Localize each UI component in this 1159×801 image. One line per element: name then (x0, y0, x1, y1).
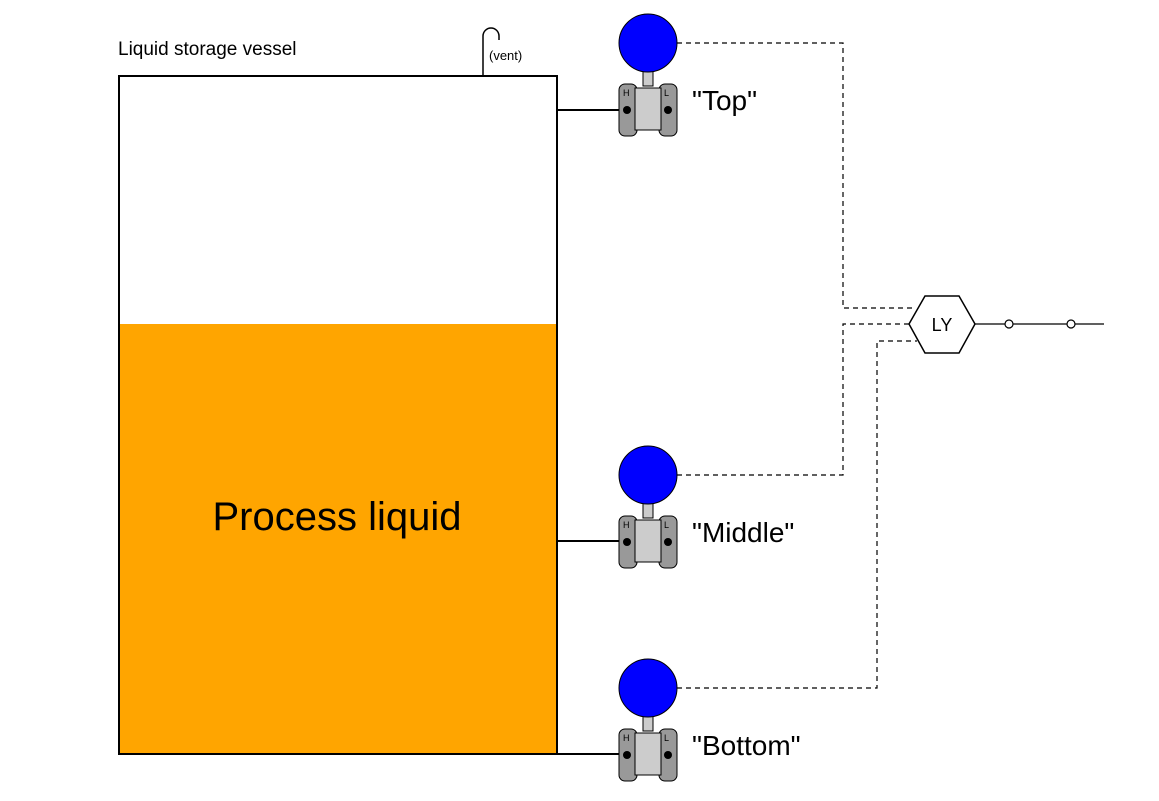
transmitter-body (634, 519, 662, 563)
transmitter-head-icon (618, 658, 678, 718)
high-port-dot (623, 751, 631, 759)
low-port-dot (664, 538, 672, 546)
signal-lines (677, 42, 917, 689)
transmitter-body (634, 732, 662, 776)
process-liquid (119, 324, 557, 754)
low-port-dot (664, 751, 672, 759)
vessel-title: Liquid storage vessel (118, 39, 297, 60)
top-transmitter: H L "Top" (618, 13, 757, 137)
liquid-label: Process liquid (212, 495, 461, 539)
ly-label: LY (932, 315, 953, 335)
vent-label: (vent) (489, 48, 522, 63)
top-signal-line (677, 42, 915, 309)
bottom-transmitter: H L "Bottom" (618, 658, 801, 782)
high-port-label: H (623, 88, 630, 98)
middle-signal-line (677, 323, 910, 476)
high-port-dot (623, 538, 631, 546)
low-port-dot (664, 106, 672, 114)
low-port-label: L (664, 733, 669, 743)
vent-pipe (482, 27, 500, 76)
middle-transmitter-label: "Middle" (692, 517, 794, 548)
transmitter-body (634, 87, 662, 131)
high-port-dot (623, 106, 631, 114)
ly-output-terminal-1 (1004, 319, 1014, 329)
high-port-label: H (623, 733, 630, 743)
low-port-label: L (664, 88, 669, 98)
low-port-label: L (664, 520, 669, 530)
top-transmitter-label: "Top" (692, 85, 757, 116)
high-port-label: H (623, 520, 630, 530)
bottom-transmitter-label: "Bottom" (692, 730, 801, 761)
transmitter-head-icon (618, 445, 678, 505)
middle-transmitter: H L "Middle" (618, 445, 794, 569)
ly-output-terminal-2 (1066, 319, 1076, 329)
bottom-signal-line (677, 340, 917, 689)
vessel-outline (118, 75, 558, 755)
transmitter-head-icon (618, 13, 678, 73)
